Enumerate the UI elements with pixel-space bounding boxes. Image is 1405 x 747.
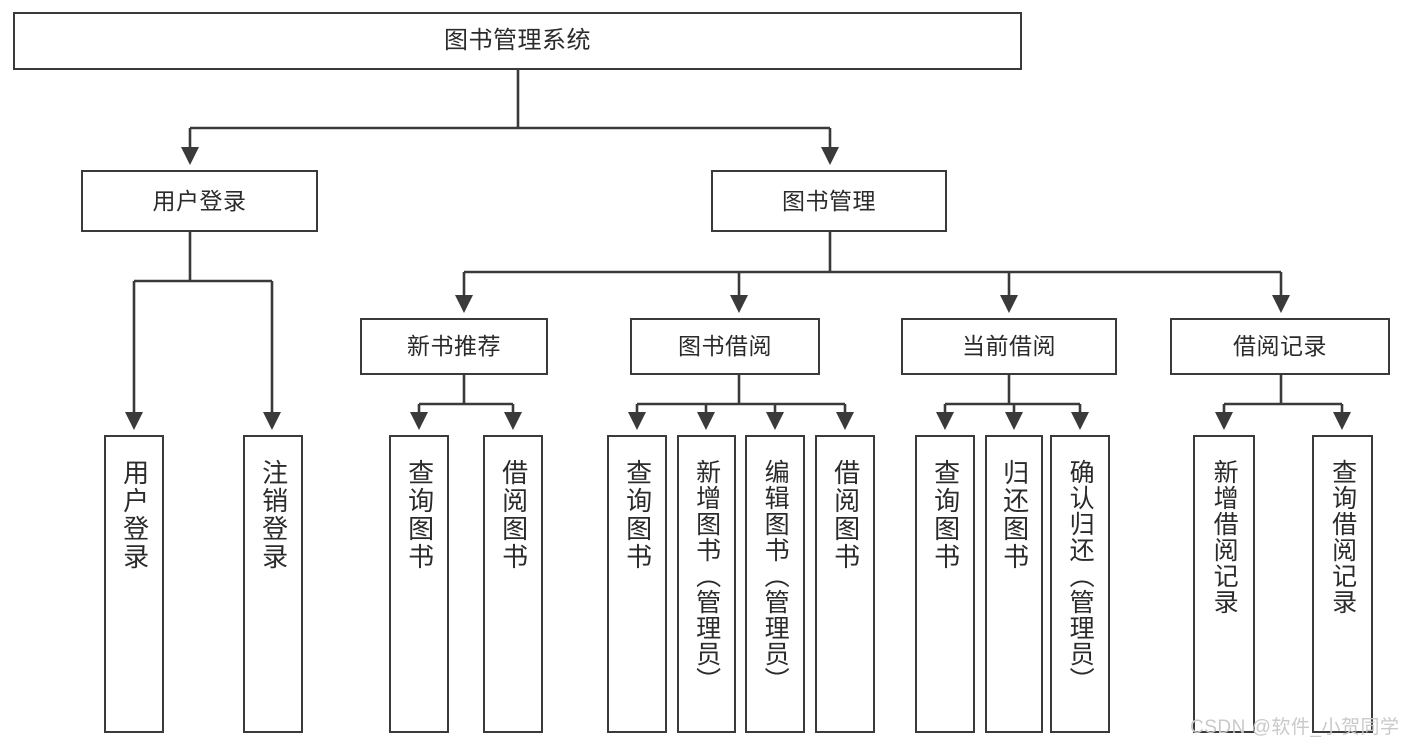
node-new-book-recommend-label: 新书推荐	[407, 333, 501, 359]
leaf-borrow-book-2-label: 借阅图书	[830, 459, 861, 571]
leaf-edit-book[interactable]: 编辑图书（管理员）	[745, 435, 805, 733]
leaf-query-record[interactable]: 查询借阅记录	[1312, 435, 1373, 733]
leaf-logout-login-label: 注销登录	[258, 459, 289, 571]
node-new-book-recommend[interactable]: 新书推荐	[360, 318, 548, 375]
leaf-query-book-3[interactable]: 查询图书	[915, 435, 975, 733]
node-user-login-label: 用户登录	[152, 187, 247, 214]
leaf-user-login-label: 用户登录	[119, 459, 150, 571]
leaf-borrow-book-1-label: 借阅图书	[498, 459, 529, 571]
leaf-query-record-label: 查询借阅记录	[1328, 459, 1357, 615]
node-borrow-record-label: 借阅记录	[1233, 333, 1327, 359]
leaf-query-book-2[interactable]: 查询图书	[607, 435, 667, 733]
leaf-borrow-book-1[interactable]: 借阅图书	[483, 435, 543, 733]
leaf-user-login[interactable]: 用户登录	[104, 435, 164, 733]
leaf-add-book[interactable]: 新增图书（管理员）	[677, 435, 736, 733]
leaf-query-book-2-label: 查询图书	[622, 459, 653, 571]
node-borrow-record[interactable]: 借阅记录	[1170, 318, 1390, 375]
leaf-edit-book-label: 编辑图书（管理员）	[761, 459, 790, 693]
leaf-logout-login[interactable]: 注销登录	[243, 435, 303, 733]
leaf-borrow-book-2[interactable]: 借阅图书	[815, 435, 875, 733]
node-book-borrow-label: 图书借阅	[678, 333, 772, 359]
leaf-confirm-return-label: 确认归还（管理员）	[1066, 459, 1095, 693]
node-book-borrow[interactable]: 图书借阅	[630, 318, 820, 375]
node-book-management[interactable]: 图书管理	[711, 170, 947, 232]
leaf-return-book[interactable]: 归还图书	[985, 435, 1043, 733]
csdn-watermark: CSDN @软件_小贺同学	[1190, 717, 1400, 738]
leaf-add-record-label: 新增借阅记录	[1210, 459, 1239, 615]
node-user-login[interactable]: 用户登录	[81, 170, 318, 232]
node-root[interactable]: 图书管理系统	[13, 12, 1022, 70]
leaf-add-book-label: 新增图书（管理员）	[692, 459, 721, 693]
node-root-label: 图书管理系统	[444, 27, 591, 54]
leaf-confirm-return[interactable]: 确认归还（管理员）	[1050, 435, 1110, 733]
leaf-add-record[interactable]: 新增借阅记录	[1193, 435, 1255, 733]
leaf-query-book-3-label: 查询图书	[930, 459, 961, 571]
leaf-query-book-1-label: 查询图书	[404, 459, 435, 571]
leaf-return-book-label: 归还图书	[999, 459, 1030, 571]
node-book-management-label: 图书管理	[782, 187, 876, 214]
node-current-borrow-label: 当前借阅	[962, 333, 1056, 359]
leaf-query-book-1[interactable]: 查询图书	[389, 435, 449, 733]
node-current-borrow[interactable]: 当前借阅	[901, 318, 1117, 375]
